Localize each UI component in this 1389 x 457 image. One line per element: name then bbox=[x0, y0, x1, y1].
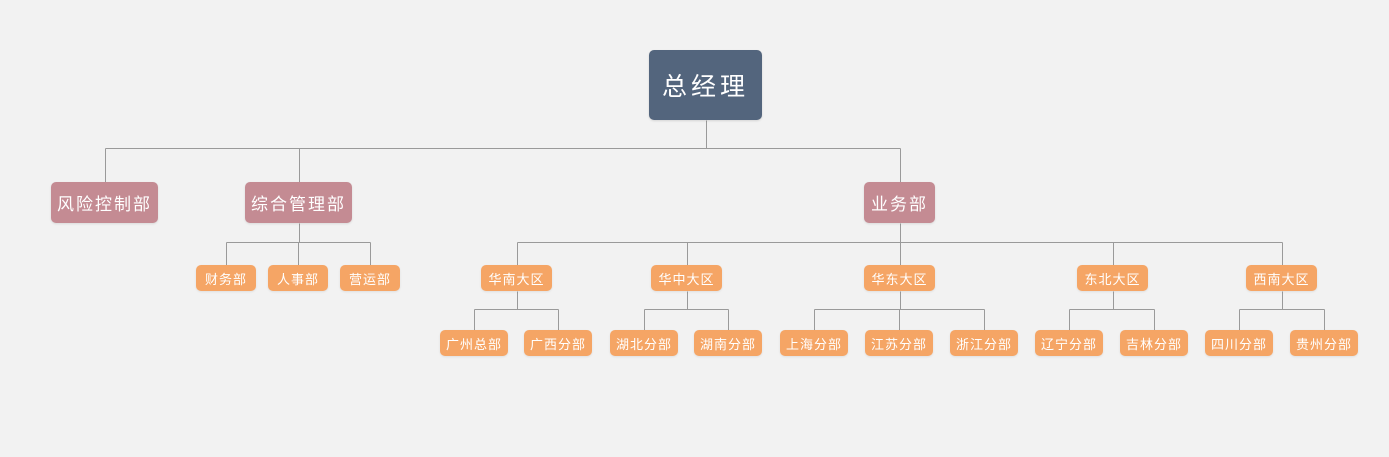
org-node-label: 广西分部 bbox=[529, 336, 586, 352]
org-node-n12[interactable]: 广州总部 bbox=[440, 330, 508, 356]
org-node-label: 东北大区 bbox=[1084, 271, 1141, 287]
org-node-n19[interactable]: 辽宁分部 bbox=[1035, 330, 1103, 356]
org-node-label: 江苏分部 bbox=[870, 336, 927, 352]
org-node-n10[interactable]: 东北大区 bbox=[1077, 265, 1148, 291]
org-node-n18[interactable]: 浙江分部 bbox=[950, 330, 1018, 356]
org-node-n14[interactable]: 湖北分部 bbox=[610, 330, 678, 356]
org-node-n15[interactable]: 湖南分部 bbox=[694, 330, 762, 356]
org-node-label: 业务部 bbox=[871, 195, 928, 214]
org-node-n3[interactable]: 业务部 bbox=[864, 182, 935, 223]
org-node-label: 华中大区 bbox=[658, 271, 715, 287]
org-node-label: 吉林分部 bbox=[1125, 336, 1182, 352]
org-node-label: 湖南分部 bbox=[699, 336, 756, 352]
org-node-n7[interactable]: 华南大区 bbox=[481, 265, 552, 291]
org-node-n4[interactable]: 财务部 bbox=[196, 265, 256, 291]
org-node-label: 浙江分部 bbox=[955, 336, 1012, 352]
org-node-n11[interactable]: 西南大区 bbox=[1246, 265, 1317, 291]
org-node-label: 财务部 bbox=[204, 271, 247, 287]
org-node-label: 综合管理部 bbox=[251, 195, 346, 214]
org-node-label: 营运部 bbox=[348, 271, 391, 287]
org-node-label: 广州总部 bbox=[445, 336, 502, 352]
org-node-n16[interactable]: 上海分部 bbox=[780, 330, 848, 356]
org-node-label: 人事部 bbox=[276, 271, 319, 287]
org-node-n22[interactable]: 贵州分部 bbox=[1290, 330, 1358, 356]
org-node-label: 华东大区 bbox=[871, 271, 928, 287]
org-node-n13[interactable]: 广西分部 bbox=[524, 330, 592, 356]
org-node-label: 四川分部 bbox=[1210, 336, 1267, 352]
org-node-n17[interactable]: 江苏分部 bbox=[865, 330, 933, 356]
org-node-label: 总经理 bbox=[661, 73, 749, 101]
org-node-n8[interactable]: 华中大区 bbox=[651, 265, 722, 291]
org-node-n0[interactable]: 总经理 bbox=[649, 50, 762, 120]
org-node-n2[interactable]: 综合管理部 bbox=[245, 182, 352, 223]
org-node-label: 上海分部 bbox=[785, 336, 842, 352]
org-node-label: 华南大区 bbox=[488, 271, 545, 287]
org-node-label: 风险控制部 bbox=[57, 195, 152, 214]
org-node-label: 辽宁分部 bbox=[1040, 336, 1097, 352]
org-node-n1[interactable]: 风险控制部 bbox=[51, 182, 158, 223]
org-node-label: 贵州分部 bbox=[1295, 336, 1352, 352]
org-node-n21[interactable]: 四川分部 bbox=[1205, 330, 1273, 356]
org-node-n20[interactable]: 吉林分部 bbox=[1120, 330, 1188, 356]
org-node-n5[interactable]: 人事部 bbox=[268, 265, 328, 291]
org-node-n9[interactable]: 华东大区 bbox=[864, 265, 935, 291]
org-node-n6[interactable]: 营运部 bbox=[340, 265, 400, 291]
org-node-label: 湖北分部 bbox=[615, 336, 672, 352]
org-node-label: 西南大区 bbox=[1253, 271, 1310, 287]
